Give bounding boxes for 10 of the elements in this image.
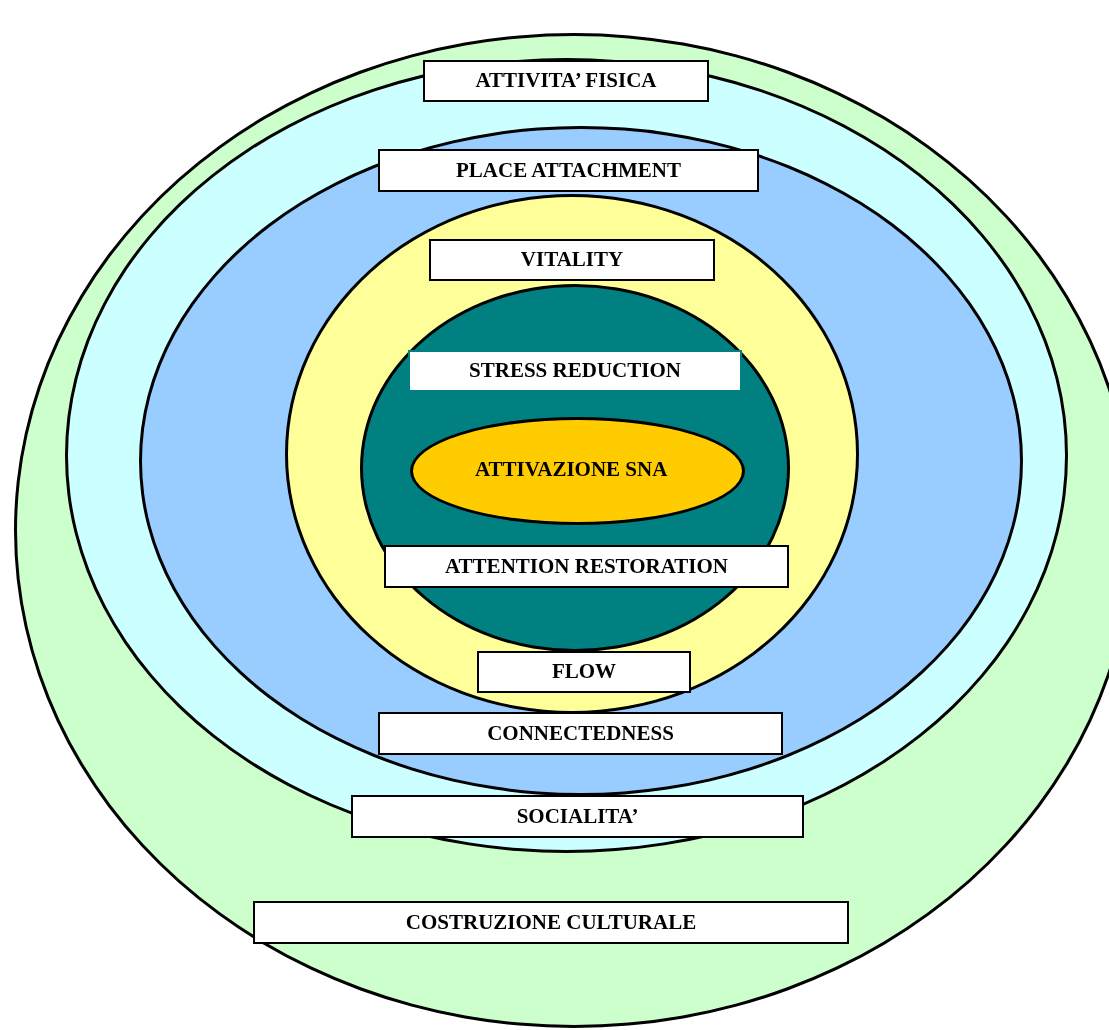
layer-label: PLACE ATTACHMENT: [378, 149, 759, 192]
layer-label: ATTIVITA’ FISICA: [423, 60, 709, 102]
layer-label: STRESS REDUCTION: [408, 350, 742, 392]
layer-label: CONNECTEDNESS: [378, 712, 783, 755]
layer-label: COSTRUZIONE CULTURALE: [253, 901, 849, 944]
layer-label: FLOW: [477, 651, 691, 693]
layer-label: ATTENTION RESTORATION: [384, 545, 789, 588]
layer-label: SOCIALITA’: [351, 795, 804, 838]
layer-label: VITALITY: [429, 239, 715, 281]
layer-label: ATTIVAZIONE SNA: [475, 456, 669, 484]
